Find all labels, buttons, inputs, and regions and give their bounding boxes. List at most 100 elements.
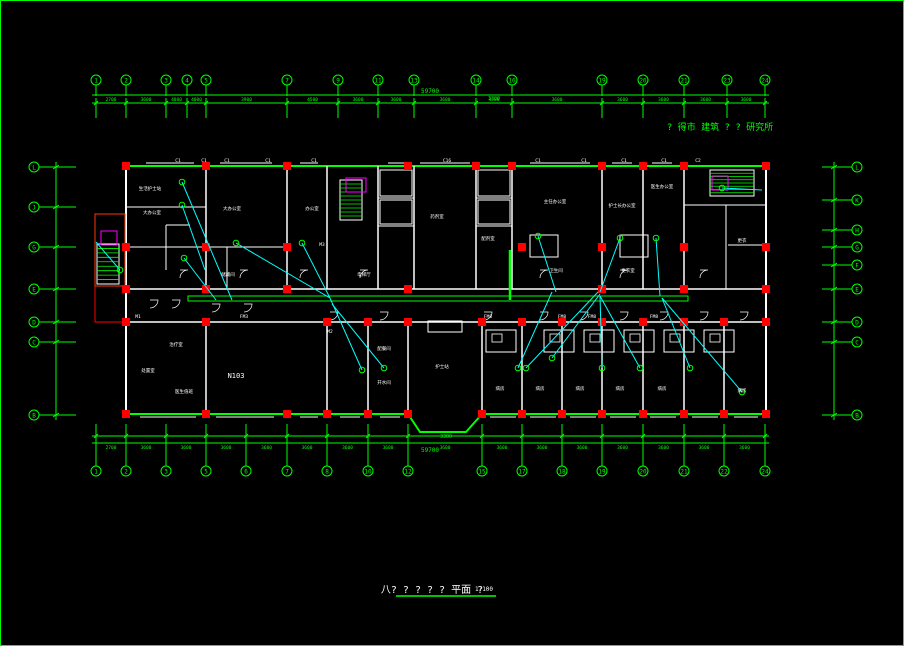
door-swing bbox=[211, 303, 221, 313]
bottom-dim-label: 3600 bbox=[497, 445, 508, 451]
right-axis-L-label: L bbox=[855, 164, 859, 171]
top-dim-label: 4000 bbox=[191, 97, 202, 103]
drawing-scale: 1:100 bbox=[475, 586, 493, 593]
bottom-axis-15-label: 15 bbox=[478, 468, 486, 475]
bottom-dim-label: 3600 bbox=[342, 445, 353, 451]
column bbox=[639, 318, 647, 326]
room-label: 开水间 bbox=[377, 379, 391, 386]
room-label: 大办公室 bbox=[223, 205, 241, 212]
door-swing bbox=[379, 311, 389, 321]
column bbox=[364, 410, 372, 418]
door-swing bbox=[619, 269, 629, 279]
leader-lines bbox=[95, 178, 763, 396]
right-axis-E-label: E bbox=[855, 286, 859, 293]
bottom-axis-1-label: 1 bbox=[94, 468, 98, 475]
top-dim-label: 3600 bbox=[741, 97, 752, 103]
bottom-axis-21-label: 21 bbox=[680, 468, 688, 475]
column bbox=[122, 243, 130, 251]
column bbox=[404, 410, 412, 418]
bottom-dim-label: 3600 bbox=[699, 445, 710, 451]
top-axis-7-label: 7 bbox=[285, 77, 289, 84]
stair-central-void bbox=[345, 177, 367, 193]
bottom-dim-tick bbox=[243, 433, 249, 439]
column bbox=[680, 162, 688, 170]
right-axis-D-label: D bbox=[855, 319, 859, 326]
leader-node bbox=[686, 364, 694, 372]
column bbox=[639, 410, 647, 418]
room-label: 生活护士站 bbox=[139, 185, 162, 192]
room-label: 医生值班 bbox=[175, 388, 193, 395]
top-dim-tick bbox=[509, 100, 515, 106]
tag-label: C1 bbox=[661, 158, 667, 164]
column bbox=[404, 285, 412, 293]
room-label: 主任办公室 bbox=[544, 198, 567, 205]
column bbox=[639, 162, 647, 170]
leader-node bbox=[514, 364, 522, 372]
room-label: 病房 bbox=[496, 385, 505, 392]
leader-node bbox=[652, 234, 660, 242]
tag-label: C1 bbox=[311, 158, 317, 164]
leader-node bbox=[116, 266, 124, 274]
bottom-axis-7-label: 7 bbox=[285, 468, 289, 475]
bottom-dim-tick bbox=[640, 433, 646, 439]
column bbox=[202, 162, 210, 170]
bottom-dim-label: 3600 bbox=[261, 445, 272, 451]
leader-line bbox=[331, 303, 385, 369]
bottom-axis-8-label: 8 bbox=[325, 468, 329, 475]
room-code-label: N103 bbox=[228, 372, 245, 380]
room-label: 处置室 bbox=[141, 367, 155, 374]
column bbox=[558, 318, 566, 326]
room-label: 病房 bbox=[536, 385, 545, 392]
left-axis-C-label: C bbox=[32, 339, 36, 346]
room-label: 储藏间 bbox=[221, 271, 235, 278]
column bbox=[518, 243, 526, 251]
top-dim-tick bbox=[203, 100, 209, 106]
column bbox=[598, 410, 606, 418]
top-axis-24-label: 24 bbox=[761, 77, 769, 84]
bottom-total-dim: 59700 bbox=[421, 447, 439, 454]
column bbox=[283, 410, 291, 418]
leader-line bbox=[525, 291, 599, 369]
column bbox=[364, 318, 372, 326]
bottom-dim-label: 3600 bbox=[221, 445, 232, 451]
top-dim-tick bbox=[184, 100, 190, 106]
door-swing bbox=[539, 311, 549, 321]
top-dim-label: 2700 bbox=[106, 97, 117, 103]
column bbox=[404, 162, 412, 170]
leader-node bbox=[548, 354, 556, 362]
top-axis-16-label: 16 bbox=[508, 77, 516, 84]
top-axis-11-label: 11 bbox=[374, 77, 382, 84]
bottom-dim-label: 3600 bbox=[617, 445, 628, 451]
bottom-mid-label: 3300 bbox=[440, 434, 452, 440]
bottom-dim-tick bbox=[479, 433, 485, 439]
columns bbox=[122, 162, 770, 418]
column bbox=[518, 318, 526, 326]
top-axis-23-label: 23 bbox=[723, 77, 731, 84]
top-dim-label: 3600 bbox=[617, 97, 628, 103]
stair-west-void bbox=[100, 230, 118, 246]
right-axis-K-label: K bbox=[855, 197, 859, 204]
column bbox=[762, 162, 770, 170]
room-label: 护士站 bbox=[435, 363, 449, 370]
column bbox=[762, 285, 770, 293]
right-axis-C-label: C bbox=[855, 339, 859, 346]
bottom-dim-tick bbox=[284, 433, 290, 439]
leader-line bbox=[537, 235, 557, 293]
tag-label: FM8 bbox=[484, 314, 492, 320]
left-axis-G-label: G bbox=[32, 244, 36, 251]
top-dim-label: 3600 bbox=[440, 97, 451, 103]
stair-west bbox=[96, 243, 120, 285]
leader-line bbox=[181, 181, 233, 301]
left-axis-J-label: J bbox=[32, 204, 36, 211]
fixture bbox=[709, 333, 721, 343]
leader-line bbox=[235, 242, 331, 299]
top-axis-20-label: 20 bbox=[639, 77, 647, 84]
bottom-dim-tick bbox=[762, 433, 768, 439]
door-swing bbox=[739, 311, 749, 321]
elevator-3 bbox=[477, 169, 511, 197]
leader-line bbox=[517, 291, 553, 369]
tag-label: C1 bbox=[224, 158, 230, 164]
bottom-axis-18-label: 18 bbox=[558, 468, 566, 475]
bottom-dim-tick bbox=[519, 433, 525, 439]
leader-node bbox=[180, 254, 188, 262]
